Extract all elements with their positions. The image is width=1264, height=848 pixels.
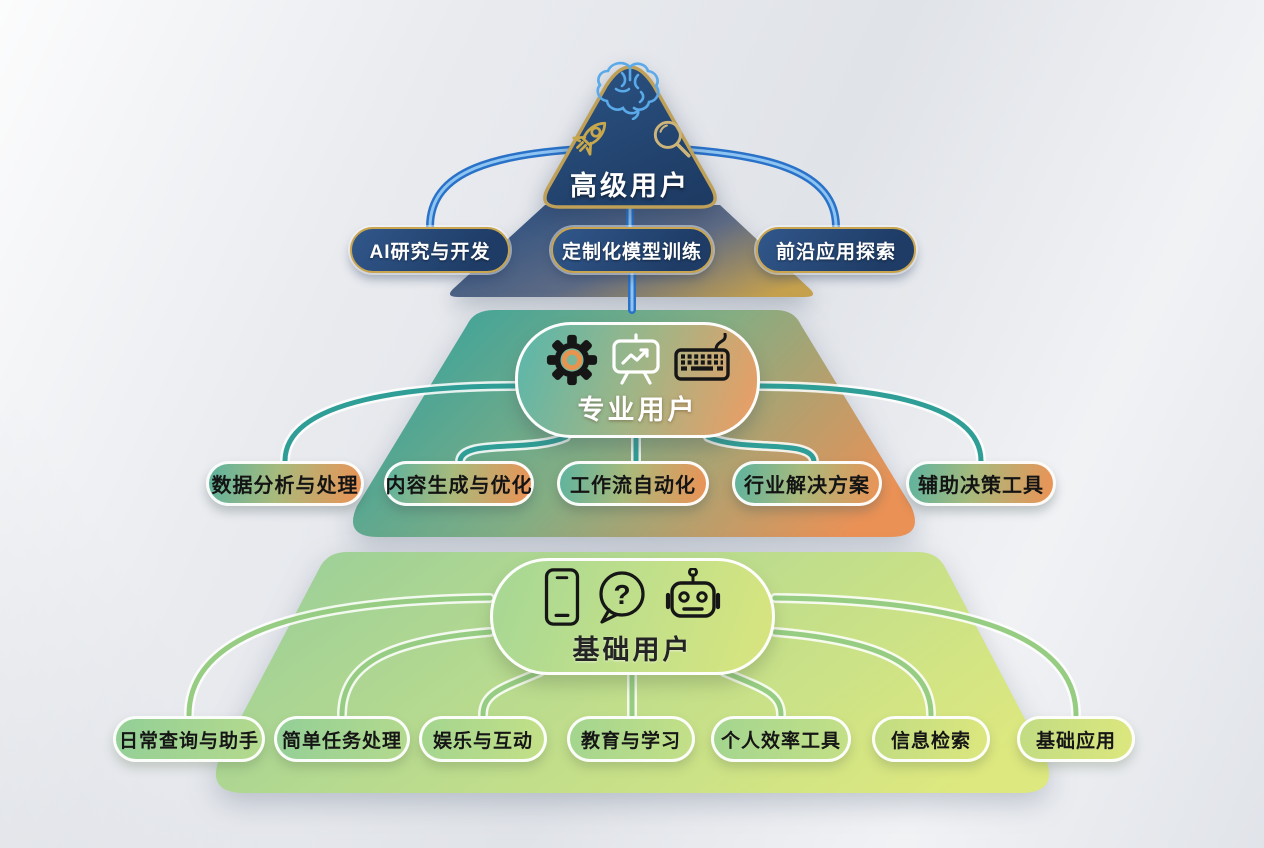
tier1-pill: 定制化模型训练 (551, 227, 713, 273)
tier3-pill: 简单任务处理 (274, 716, 410, 762)
tier3-connectors (184, 593, 1081, 720)
tier2-connectors (280, 381, 986, 467)
smartphone-icon (544, 567, 579, 626)
tier1-label: 高级用户 (570, 171, 690, 201)
tier2-pill: 数据分析与处理 (206, 461, 364, 506)
question-mark-glyph: ? (613, 579, 630, 610)
presentation-chart-icon (611, 333, 660, 385)
question-bubble-icon: ? (598, 570, 645, 624)
tier1-pill: AI研究与开发 (350, 227, 510, 273)
gear-icon (546, 334, 597, 386)
tier3-label: 基础用户 (572, 634, 693, 665)
tier1-connectors (426, 144, 840, 314)
tier3-pill: 娱乐与互动 (419, 716, 547, 762)
search-icon (653, 120, 691, 158)
tier2-pill: 辅助决策工具 (906, 461, 1056, 506)
robot-icon (665, 567, 720, 618)
tier2-pill: 内容生成与优化 (384, 461, 534, 506)
tier2-pill: 行业解决方案 (732, 461, 882, 506)
keyboard-icon (673, 333, 730, 381)
tier2-icon-row (545, 333, 731, 387)
tier2-pill: 工作流自动化 (557, 461, 709, 506)
tier3-pill: 教育与学习 (567, 716, 695, 762)
tier3-pill: 日常查询与助手 (113, 716, 265, 762)
tier3-pill: 基础应用 (1017, 716, 1135, 762)
tier3-pill: 信息检索 (872, 716, 990, 762)
tier3-badge: ? 基础用户 (490, 558, 775, 675)
tier3-icon-row: ? (542, 567, 724, 627)
tier1-badge: 高级用户 (532, 58, 728, 206)
tier1-icon-row (566, 114, 694, 162)
brain-icon (596, 61, 660, 120)
tier3-pill: 个人效率工具 (711, 716, 851, 762)
tier1-pill: 前沿应用探索 (756, 227, 916, 273)
rocket-icon (572, 121, 607, 156)
tier2-label: 专业用户 (577, 395, 698, 425)
tier2-badge: 专业用户 (515, 322, 760, 438)
